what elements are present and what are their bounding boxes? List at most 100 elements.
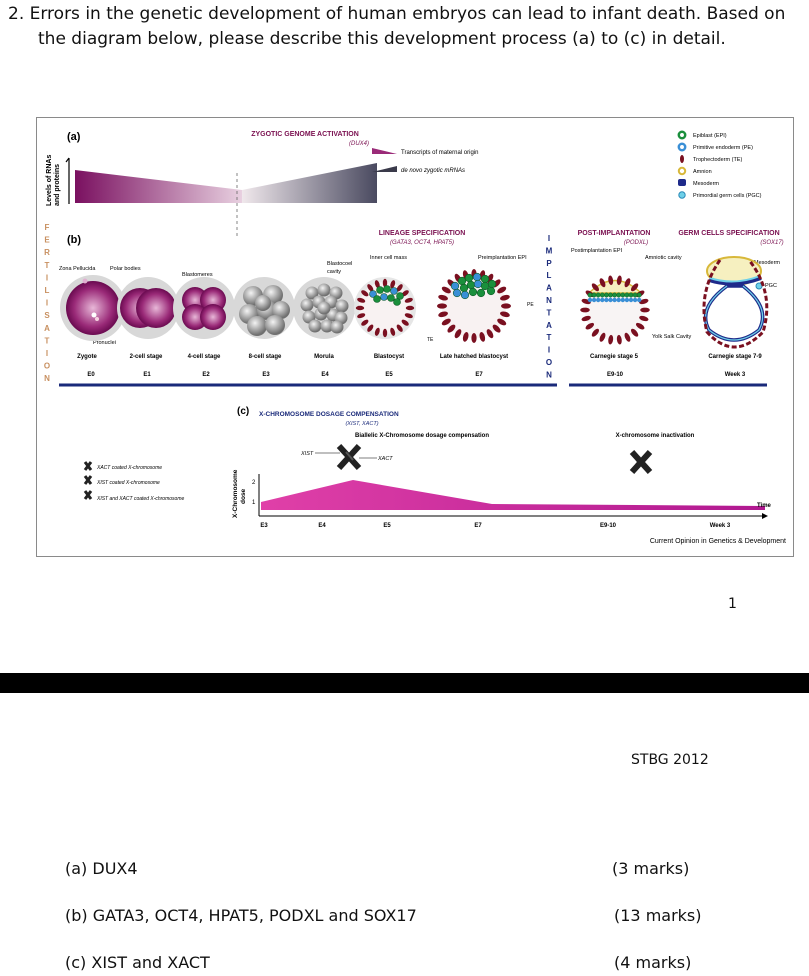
trophectoderm-cell [454,329,462,339]
legend-mesoderm: Mesoderm [693,181,719,187]
fertilisation-letter: E [44,236,50,245]
carnegie-5-illustration [580,275,650,345]
eight-cell-illustration [233,277,295,339]
primitive-endoderm-cell [587,297,593,303]
development-figure: (a) ZYGOTIC GENOME ACTIVATION (DUX4) Lev… [36,117,794,557]
maternal-transcripts-wedge [75,170,242,203]
xdose-tick-2: 2 [252,480,256,486]
trophectoderm-cell [599,278,606,288]
figure-svg: (a) ZYGOTIC GENOME ACTIVATION (DUX4) Lev… [44,130,786,545]
trophectoderm-cell [367,324,374,332]
zga-title: ZYGOTIC GENOME ACTIVATION [251,131,359,138]
trophectoderm-cell [639,315,649,322]
marks-b: (13 marks) [614,906,702,925]
implantation-letter: M [546,246,553,255]
panel-c-label: (c) [237,406,249,417]
polar-bodies-label: Polar bodies [110,266,141,272]
icm-cell [487,279,497,289]
icm-cell [380,293,388,301]
xdose-ylabel-1: X-Chromosome [232,469,239,518]
fertilisation-letter: R [44,248,50,257]
trophectoderm-cell [405,305,415,311]
mesoderm-label: Mesoderm [754,260,780,266]
legend-denovo-swatch [372,166,397,172]
trophectoderm-cell [361,290,369,297]
page-separator-bar [0,673,809,693]
trophectoderm-swatch [680,155,684,163]
xdose-tick-e5: E5 [383,523,391,529]
implantation-letter: A [546,321,552,330]
xdose-ylabel-2: dose [240,488,247,504]
primitive-endoderm-cell [596,297,601,303]
zygote-illustration [60,275,126,341]
trophectoderm-cell [355,305,365,311]
postimplantation-epi-cell [624,292,630,298]
day-e0: E0 [87,372,95,378]
primitive-endoderm-cell [637,297,642,303]
morula-cell [320,319,334,333]
fertilisation-letter: A [44,324,50,333]
trophectoderm-cell [390,327,396,336]
xist-coated-chromosome-icon [629,449,653,475]
day-e4: E4 [321,372,329,378]
trophectoderm-cell [486,329,494,339]
icm-cell [480,281,490,291]
pgc-swatch [678,191,686,199]
xist-xact-chromosome-icon [336,443,362,471]
primitive-endoderm-cell [616,297,621,303]
stage-carnegie-7-9: Carnegie stage 7-9 [708,354,762,360]
trophectoderm-cell [608,334,614,345]
trophectoderm-cell [357,297,366,303]
xdose-area [261,480,765,510]
page-number: 1 [728,596,737,612]
icm-cell [450,281,460,291]
pronuclei-label: Pronuclei [93,340,116,346]
primitive-endoderm-cell [624,297,630,303]
stage-carnegie-5: Carnegie stage 5 [590,354,639,360]
question-text: 2. Errors in the genetic development of … [8,2,798,52]
trophectoderm-cell [608,275,614,286]
postimplantation-epi-cell [599,292,605,298]
inner-cell-mass-label: Inner cell mass [370,255,407,261]
xcdc-genes: (XIST, XACT) [345,421,378,427]
trophectoderm-cell [447,324,456,333]
legend-maternal-text: Transcripts of maternal origin [401,150,478,156]
blastocyst-illustration [354,277,416,339]
trophectoderm-cell [382,278,388,288]
panel-a-ylabel-2: and proteins [54,164,61,206]
icm-cell [383,285,391,293]
primitive-endoderm-cell [600,297,605,303]
trophectoderm-cell [404,297,413,303]
question-line-1: 2. Errors in the genetic development of … [8,4,786,24]
icm-cell [396,292,404,300]
icm-cell [376,286,384,294]
carnegie-7-9-illustration [702,256,769,349]
subquestion-b: (b) GATA3, OCT4, HPAT5, PODXL and SOX17 [65,906,417,925]
xdose-ticks: E3 E4 E5 E7 E9-10 Week 3 [260,523,731,529]
fertilisation-letter: S [44,311,50,320]
stage-2-cell: 2-cell stage [130,354,163,360]
trophectoderm-cell [396,284,403,292]
postimplantation-epi-cell [587,292,593,298]
day-e7: E7 [475,372,483,378]
implantation-letter: O [546,358,552,367]
xdose-xaxis-arrow [762,513,768,519]
fertilisation-letter: T [45,336,50,345]
fertilisation-letter: I [46,349,48,358]
legend-xist-xact-coated: XIST and XACT coated X-chromosome [96,496,184,502]
trophectoderm-cell [635,322,645,330]
icm-cell [464,273,474,283]
epiblast-swatch [677,130,687,140]
postimplantation-epi-label: Postimplantation EPI [571,248,623,254]
legend-trophectoderm: Trophectoderm (TE) [693,157,742,163]
fertilisation-letter: L [45,286,50,295]
trophectoderm-cell [580,307,590,313]
marks-a: (3 marks) [612,859,690,878]
trophectoderm-cell [437,303,447,309]
lineage-title: LINEAGE SPECIFICATION [379,230,466,237]
trophectoderm-cell [585,322,595,330]
biallelic-label: Biallelic X-Chromosome dosage compensati… [355,433,489,439]
xdose-tick-1: 1 [252,500,256,506]
icm-cell [468,287,478,297]
